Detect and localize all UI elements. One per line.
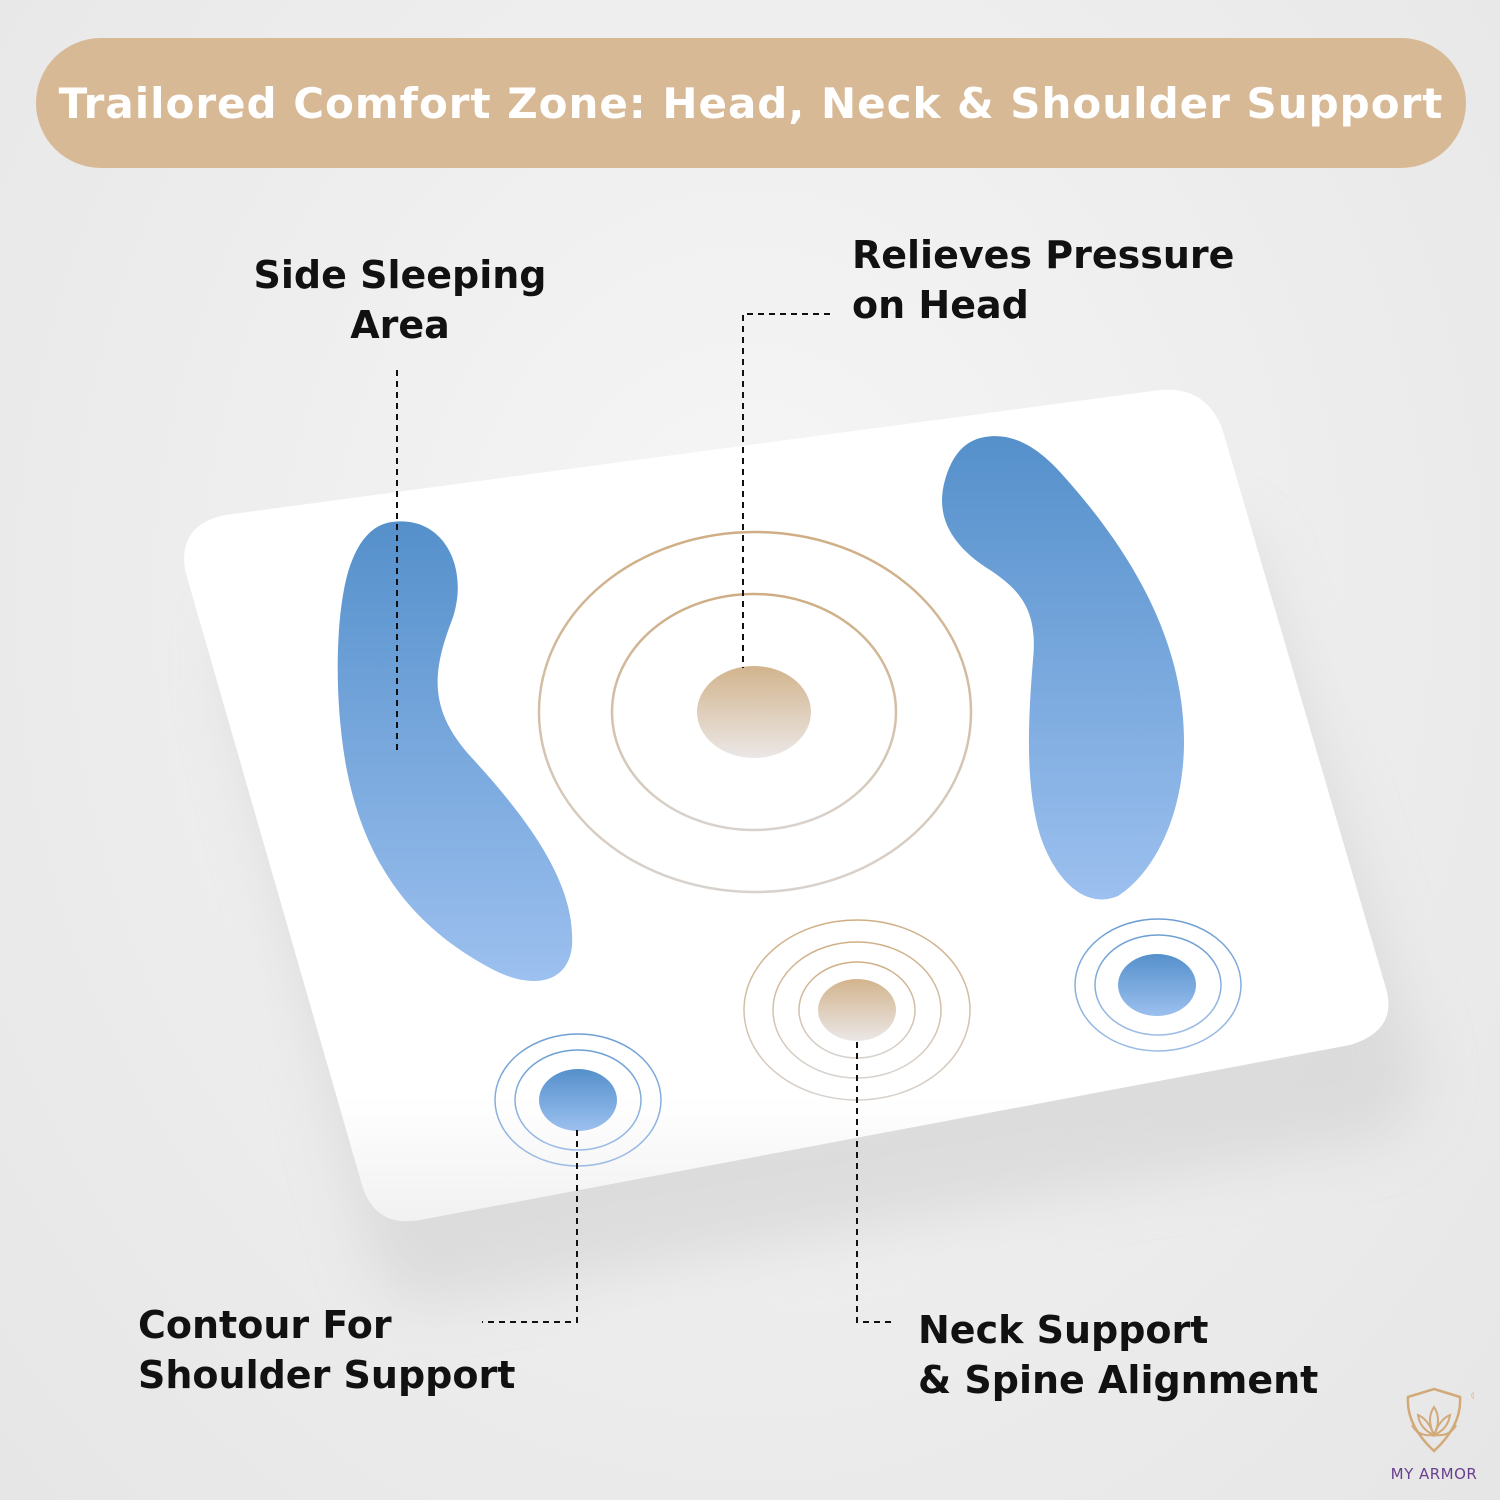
shoulder-spot-right xyxy=(1118,954,1196,1016)
leader-shoulder xyxy=(482,1130,578,1323)
shoulder-spot-left xyxy=(539,1069,617,1131)
callout-relieves-pressure-line1: Relieves Pressure xyxy=(852,233,1235,277)
callout-leaders xyxy=(396,313,892,1323)
leader-neck xyxy=(856,1042,892,1323)
brand-logo: ® MY ARMOR xyxy=(1378,1385,1490,1483)
side-sleeping-zone-right xyxy=(942,436,1185,900)
callout-side-sleeping-line1: Side Sleeping xyxy=(253,253,547,297)
registered-mark: ® xyxy=(1470,1391,1474,1402)
shoulder-zone-ring-inner-right xyxy=(1094,934,1222,1036)
callout-shoulder-line2: Shoulder Support xyxy=(138,1353,516,1397)
shoulder-zone-ring-inner-left xyxy=(514,1049,642,1151)
head-zone-outer-ring xyxy=(537,530,973,894)
lotus-shield-logo-icon: ® xyxy=(1406,1387,1480,1453)
neck-support-spot xyxy=(818,979,896,1041)
callout-relieves-pressure-line2: on Head xyxy=(852,283,1029,327)
callout-neck-line2: & Spine Alignment xyxy=(918,1358,1319,1402)
leader-relieves-pressure xyxy=(742,313,830,668)
callout-side-sleeping-line2: Area xyxy=(350,303,450,347)
callout-shoulder-contour: Contour For Shoulder Support xyxy=(138,1300,598,1400)
brand-name: MY ARMOR xyxy=(1390,1465,1478,1483)
callout-neck-line1: Neck Support xyxy=(918,1308,1209,1352)
head-zone-inner-ring xyxy=(610,592,898,832)
callout-shoulder-line1: Contour For xyxy=(138,1303,392,1347)
banner-title: Trailored Comfort Zone: Head, Neck & Sho… xyxy=(58,78,1444,128)
callout-relieves-pressure: Relieves Pressure on Head xyxy=(852,230,1312,330)
title-banner: Trailored Comfort Zone: Head, Neck & Sho… xyxy=(36,38,1466,168)
shoulder-zone-ring-outer-right xyxy=(1074,918,1242,1052)
callout-neck-support: Neck Support & Spine Alignment xyxy=(918,1305,1378,1405)
callout-side-sleeping: Side Sleeping Area xyxy=(200,250,600,350)
head-pressure-spot xyxy=(697,666,811,758)
